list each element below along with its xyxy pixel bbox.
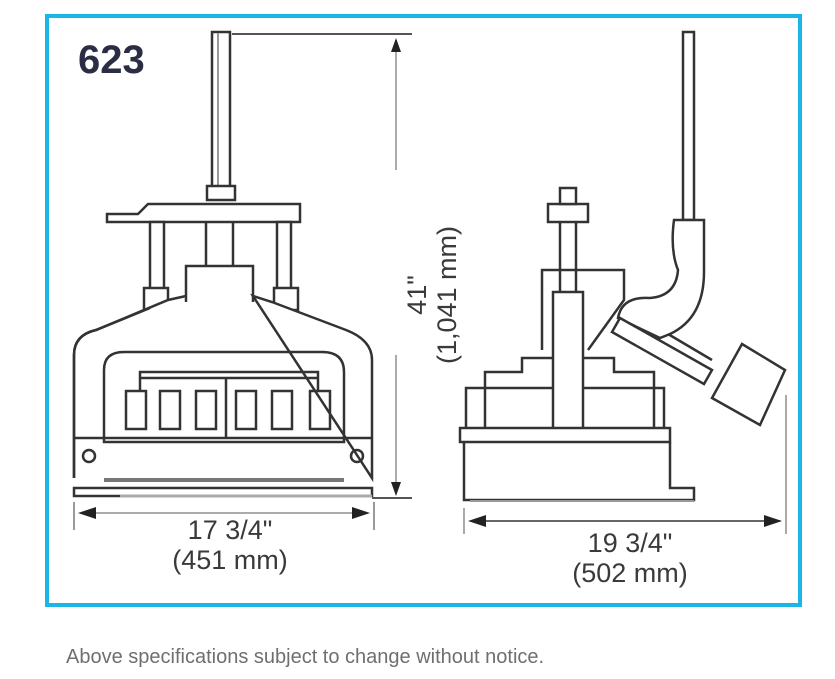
height-dimension-label: 41" (1,041 mm) bbox=[402, 170, 462, 420]
side-width-metric: (502 mm) bbox=[572, 558, 688, 588]
side-width-label: 19 3/4" (502 mm) bbox=[500, 528, 760, 588]
side-width-dimension-lines bbox=[463, 395, 787, 534]
front-width-dimension-lines bbox=[73, 502, 375, 530]
front-width-imperial: 17 3/4" bbox=[187, 515, 273, 545]
model-number: 623 bbox=[78, 38, 145, 82]
height-metric: (1,041 mm) bbox=[432, 225, 462, 365]
height-imperial: 41" bbox=[402, 275, 432, 315]
front-width-label: 17 3/4" (451 mm) bbox=[120, 515, 340, 575]
height-dimension-lines bbox=[232, 33, 412, 499]
front-width-metric: (451 mm) bbox=[172, 545, 288, 575]
side-view-drawing bbox=[458, 30, 787, 502]
specifications-footnote: Above specifications subject to change w… bbox=[66, 646, 545, 668]
side-width-imperial: 19 3/4" bbox=[587, 528, 673, 558]
front-view-drawing bbox=[72, 30, 374, 498]
